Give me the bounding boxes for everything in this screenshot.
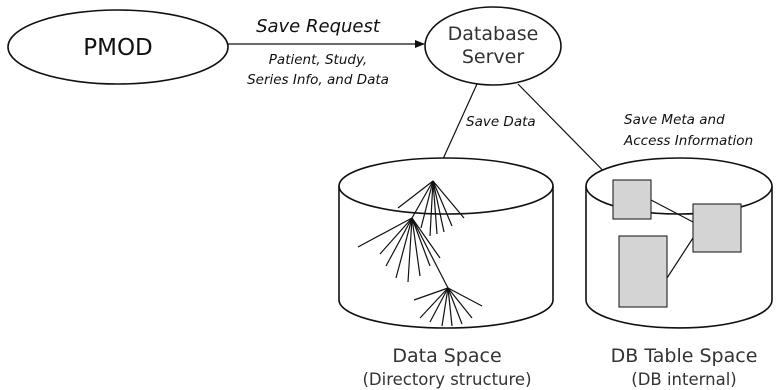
save-request-detail-line2: Series Info, and Data <box>247 72 389 88</box>
save-request-label: Save Request <box>256 16 381 37</box>
save-data-label: Save Data <box>466 114 536 130</box>
data-space-title: Data Space <box>392 345 501 367</box>
save-meta-label-line1: Save Meta and <box>624 112 725 128</box>
table-block <box>612 179 652 220</box>
database-server-label-line2: Server <box>462 46 524 68</box>
pmod-ellipse <box>7 9 229 85</box>
save-meta-label-line2: Access Information <box>623 133 753 149</box>
table-block <box>618 235 668 308</box>
save-request-detail-line1: Patient, Study, <box>269 52 367 68</box>
db-tables-icon <box>612 179 742 308</box>
save-request-edge: Save Request Patient, Study, Series Info… <box>228 16 425 88</box>
table-relation-line <box>650 199 694 223</box>
data-space-subtitle: (Directory structure) <box>362 370 531 389</box>
db-table-space-title: DB Table Space <box>611 345 758 367</box>
database-server-label-line1: Database <box>448 23 539 45</box>
db-table-space-subtitle: (DB internal) <box>631 370 736 389</box>
table-block <box>692 203 742 253</box>
directory-tree-icon <box>357 180 483 327</box>
pmod-node: PMOD <box>7 9 229 85</box>
data-space-cylinder: Data Space (Directory structure) <box>338 157 554 389</box>
save-meta-edge: Save Meta and Access Information <box>517 83 753 197</box>
data-space-cylinder-top <box>338 157 554 215</box>
table-relation-line <box>666 237 694 279</box>
data-space-cylinder-body <box>338 186 554 329</box>
pmod-label: PMOD <box>83 35 153 61</box>
db-table-space-cylinder: DB Table Space (DB internal) <box>585 157 773 389</box>
database-server-ellipse <box>424 6 562 86</box>
database-server-node: Database Server <box>424 6 562 86</box>
